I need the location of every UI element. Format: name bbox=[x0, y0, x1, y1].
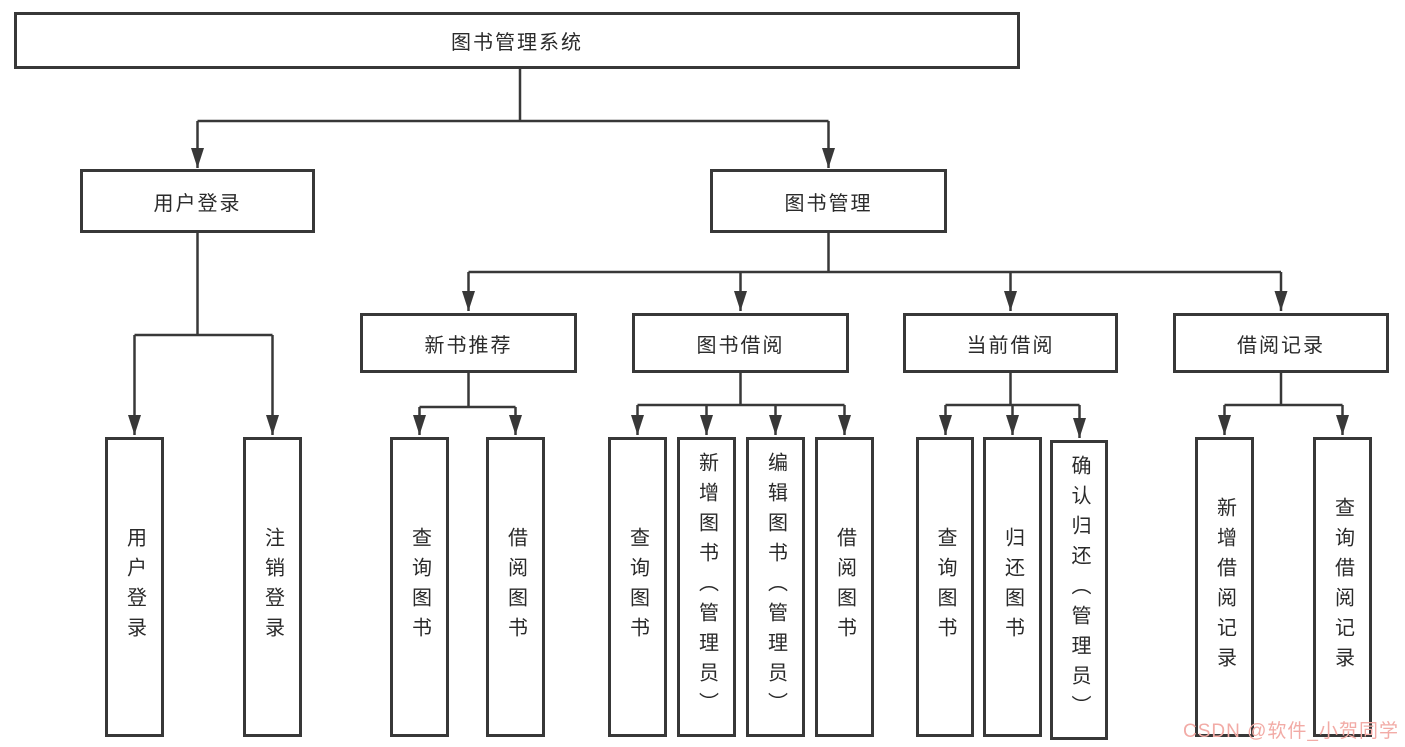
node-new-book-recommend: 新书推荐 bbox=[360, 313, 577, 373]
node-login: 用户登录 bbox=[105, 437, 164, 737]
node-borrow-borrow-books: 借阅图书 bbox=[815, 437, 874, 737]
connector-borrowing-records-branch bbox=[1218, 373, 1349, 435]
node-newbooks-query-books: 查询图书 bbox=[390, 437, 449, 737]
node-borrow-query-books: 查询图书 bbox=[608, 437, 667, 737]
node-current-borrowing: 当前借阅 bbox=[903, 313, 1118, 373]
node-current-query-books: 查询图书 bbox=[916, 437, 974, 737]
connector-book-management-branch bbox=[462, 233, 1288, 311]
node-book-management: 图书管理 bbox=[710, 169, 947, 233]
node-user-login: 用户登录 bbox=[80, 169, 315, 233]
connector-user-login-branch bbox=[128, 233, 279, 435]
node-logout: 注销登录 bbox=[243, 437, 302, 737]
node-newbooks-borrow-books: 借阅图书 bbox=[486, 437, 545, 737]
csdn-watermark: CSDN @软件_小贺同学 bbox=[1183, 721, 1399, 742]
node-records-add-record: 新增借阅记录 bbox=[1195, 437, 1254, 737]
node-current-return-books: 归还图书 bbox=[983, 437, 1042, 737]
node-current-confirm-return-admin: 确认归还（管理员） bbox=[1050, 440, 1108, 740]
node-borrowing-records: 借阅记录 bbox=[1173, 313, 1389, 373]
connector-current-borrowing-branch bbox=[939, 373, 1086, 438]
connector-root-to-level2 bbox=[191, 69, 835, 168]
connector-book-borrowing-branch bbox=[631, 373, 851, 435]
node-borrow-add-books-admin: 新增图书（管理员） bbox=[677, 437, 736, 737]
node-book-borrowing: 图书借阅 bbox=[632, 313, 849, 373]
node-records-query-record: 查询借阅记录 bbox=[1313, 437, 1372, 737]
node-borrow-edit-books-admin: 编辑图书（管理员） bbox=[746, 437, 805, 737]
connector-new-book-branch bbox=[413, 373, 522, 435]
node-root: 图书管理系统 bbox=[14, 12, 1020, 69]
